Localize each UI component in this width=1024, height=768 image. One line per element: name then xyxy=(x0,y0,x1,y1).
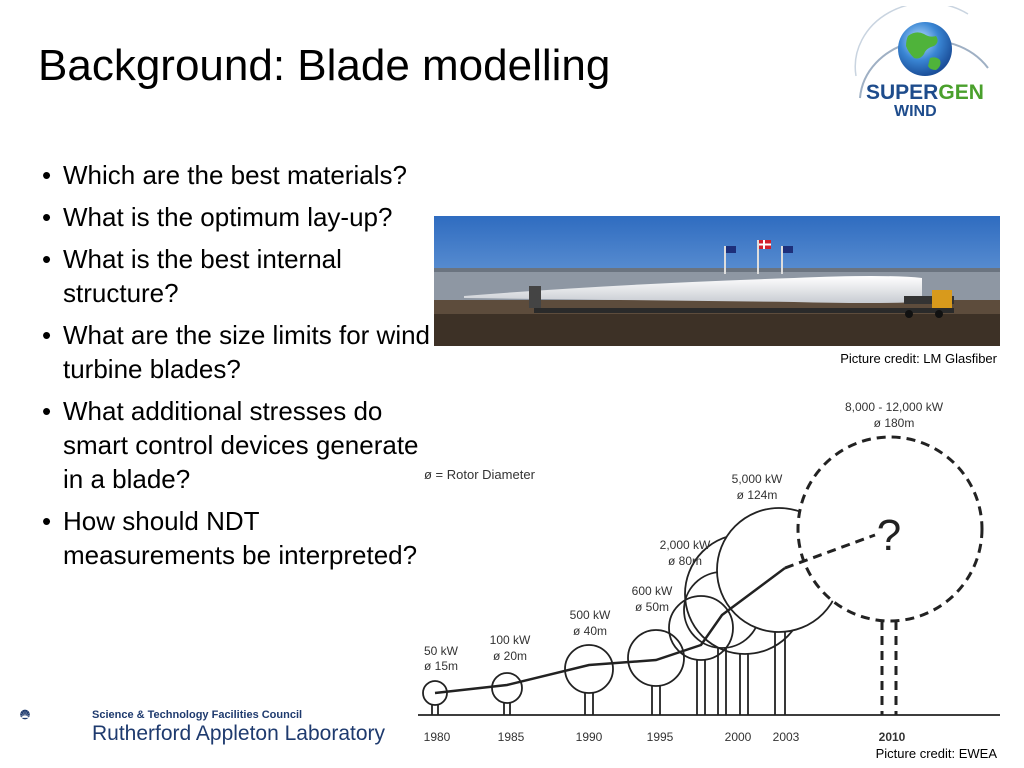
power-label: 500 kW xyxy=(570,608,611,622)
supergen-wind-logo: SUPERGEN WIND xyxy=(854,6,989,120)
globe-icon xyxy=(898,22,952,76)
rotor-diameter-legend: ø = Rotor Diameter xyxy=(424,467,536,482)
year-label: 2010 xyxy=(879,730,906,744)
trend-line-projection xyxy=(784,533,876,570)
slide-title: Background: Blade modelling xyxy=(38,41,611,90)
bullet-marker: • xyxy=(42,202,52,232)
turbine-1990 xyxy=(564,644,614,715)
diameter-label: ø 40m xyxy=(573,624,607,638)
power-label: 50 kW xyxy=(424,644,459,658)
bullet-marker: • xyxy=(42,244,52,274)
bullet-item: • Which are the best materials? xyxy=(42,158,432,192)
ral-name: Rutherford Appleton Laboratory xyxy=(92,722,386,745)
question-list: • Which are the best materials? • What is … xyxy=(42,158,432,580)
diameter-label: ø 80m xyxy=(668,554,702,568)
bullet-marker: • xyxy=(42,160,52,190)
power-label: 100 kW xyxy=(490,633,531,647)
ral-logo xyxy=(20,709,30,720)
trend-line xyxy=(434,566,786,695)
diameter-label: ø 15m xyxy=(424,659,458,673)
stfc-name: Science & Technology Facilities Council xyxy=(92,709,303,721)
bullet-item: • What are the size limits for wind turbi… xyxy=(42,318,432,386)
year-label: 1985 xyxy=(498,730,525,744)
bullet-marker: • xyxy=(42,320,52,350)
turbine-2010 xyxy=(796,435,984,715)
bullet-item: • What additional stresses do smart contr… xyxy=(42,394,432,496)
blade-transport-photo xyxy=(434,216,1000,346)
question-mark: ? xyxy=(877,511,901,560)
bullet-item: • How should NDT measurements be interpre… xyxy=(42,504,432,572)
svg-text:SUPERGEN: SUPERGEN xyxy=(866,81,984,104)
turbine-1980 xyxy=(422,680,448,715)
bullet-text: Which are the best materials? xyxy=(63,160,407,190)
power-label: 2,000 kW xyxy=(660,538,711,552)
supergen-text-wind: WIND xyxy=(894,103,937,120)
year-label: 2003 xyxy=(773,730,800,744)
bullet-text: What additional stresses do smart contro… xyxy=(63,396,419,494)
year-label: 2000 xyxy=(725,730,752,744)
diameter-label: ø 20m xyxy=(493,649,527,663)
year-label: 1980 xyxy=(424,730,451,744)
turbine-1985 xyxy=(491,672,523,715)
bullet-text: How should NDT measurements be interpret… xyxy=(63,506,418,570)
power-label: 8,000 - 12,000 kW xyxy=(845,400,944,414)
supergen-text-gen: GEN xyxy=(938,81,984,104)
sunburst-icon xyxy=(20,709,30,720)
bullet-text: What is the best internal structure? xyxy=(63,244,342,308)
supergen-text-super: SUPER xyxy=(866,81,938,104)
bullet-text: What is the optimum lay-up? xyxy=(63,202,393,232)
power-label: 5,000 kW xyxy=(732,472,783,486)
diameter-label: ø 124m xyxy=(737,488,778,502)
bullet-marker: • xyxy=(42,396,52,426)
bullet-marker: • xyxy=(42,506,52,536)
turbine-1995 xyxy=(627,629,685,715)
diameter-label: ø 180m xyxy=(874,416,915,430)
diagram-credit: Picture credit: EWEA xyxy=(875,746,997,761)
turbine-1998 xyxy=(668,595,734,715)
power-label: 600 kW xyxy=(632,584,673,598)
bullet-item: • What is the optimum lay-up? xyxy=(42,200,432,234)
year-label: 1990 xyxy=(576,730,603,744)
bullet-item: • What is the best internal structure? xyxy=(42,242,432,310)
year-label: 1995 xyxy=(647,730,674,744)
bullet-text: What are the size limits for wind turbin… xyxy=(63,320,431,384)
diameter-label: ø 50m xyxy=(635,600,669,614)
photo-credit: Picture credit: LM Glasfiber xyxy=(840,351,997,366)
